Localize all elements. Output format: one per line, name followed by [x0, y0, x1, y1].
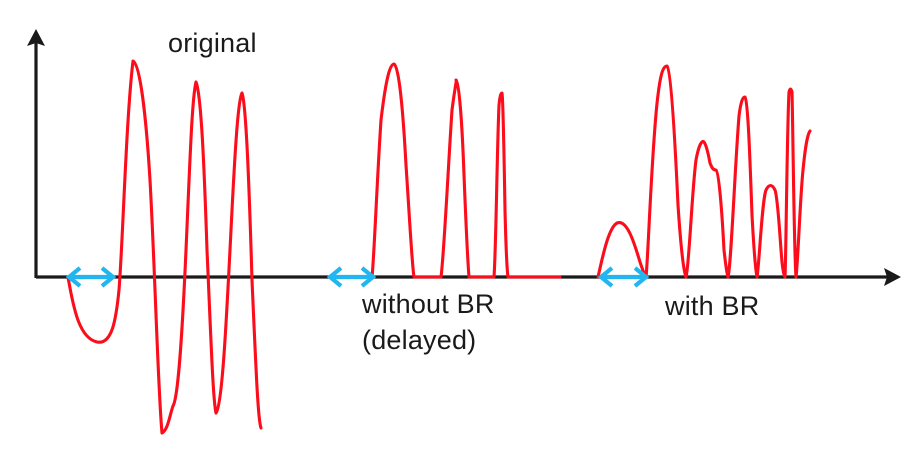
- span-arrow-without-br-right-head-icon: [360, 266, 377, 288]
- span-arrow-original-left-head-icon: [65, 266, 82, 288]
- span-arrow-without-br-left-head-icon: [326, 266, 343, 288]
- x-axis: [36, 268, 901, 286]
- span-arrow-original-right-head-icon: [100, 266, 117, 288]
- label-without-br-line2: (delayed): [362, 325, 476, 355]
- signal-trace-without-br: [334, 62, 562, 279]
- y-axis: [27, 29, 45, 278]
- span-arrow-with-br-left-head-icon: [597, 266, 614, 288]
- signal-trace-with-br: [596, 64, 812, 279]
- span-arrow-with-br: [597, 266, 650, 288]
- y-axis-arrowhead-icon: [27, 29, 45, 46]
- span-arrow-original: [65, 266, 117, 288]
- signal-trace-original: [66, 59, 263, 435]
- x-axis-arrowhead-icon: [884, 268, 901, 286]
- span-arrow-with-br-right-head-icon: [633, 266, 650, 288]
- label-without-br-line1: without BR: [361, 289, 495, 319]
- span-arrow-without-br: [326, 266, 377, 288]
- label-original: original: [168, 28, 257, 58]
- label-with-br: with BR: [664, 291, 759, 321]
